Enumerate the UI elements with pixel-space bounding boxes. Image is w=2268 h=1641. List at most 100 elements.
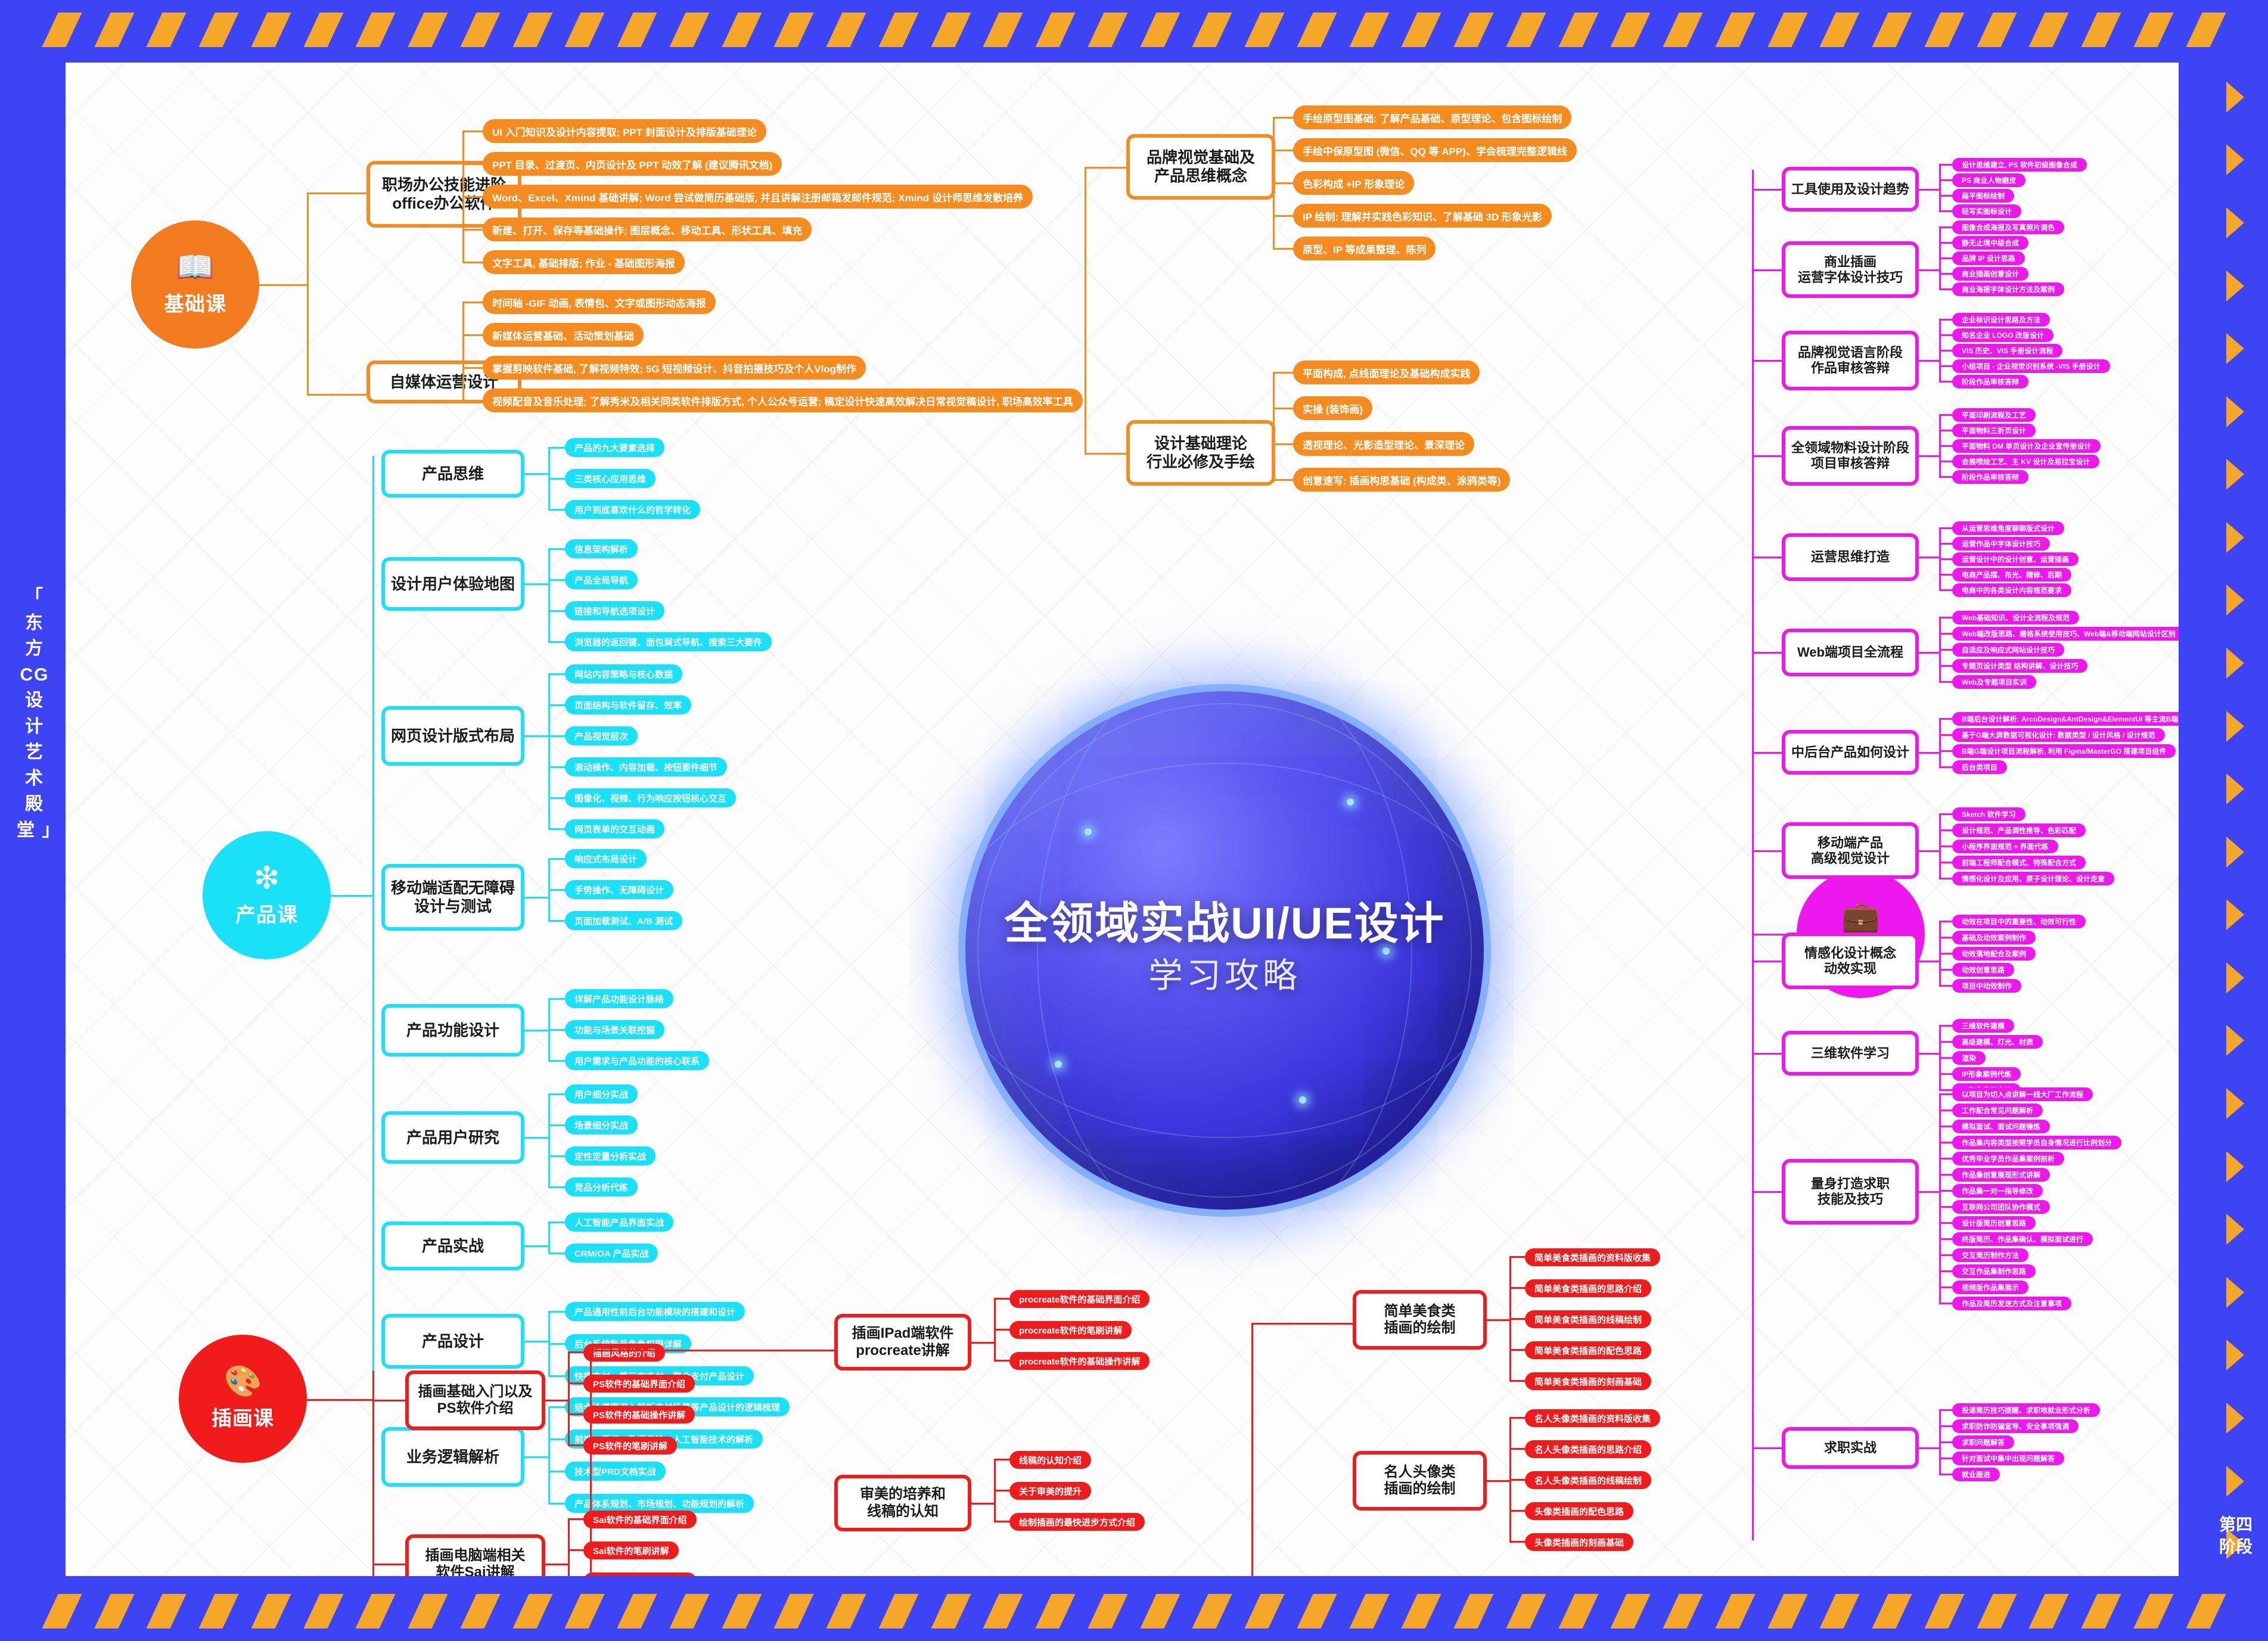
leaf-node-b2-0[interactable]: 手绘原型图基础: 了解产品基础、原型理论、包含图标绘制 [1293,105,1572,129]
leaf-node-c0-2[interactable]: 用户到底喜欢什么的哲学转化 [565,500,701,519]
leaf-node-m6-1[interactable]: 基于G端大屏数据可视化设计: 数据类型 / 设计风格 / 设计规范 [1952,728,2165,742]
leaf-node-r0-2[interactable]: PS软件的基础操作讲解 [583,1406,695,1424]
leaf-node-m10-0[interactable]: 以项目为切入点讲解一线大厂工作流程 [1952,1087,2093,1101]
leaf-node-b2-4[interactable]: 原型、IP 等成果整理、陈列 [1293,237,1436,260]
branch-node-c0[interactable]: 产品思维 [381,450,524,498]
leaf-node-c5-0[interactable]: 用户细分实战 [565,1084,638,1104]
branch-node-r3[interactable]: 审美的培养和 线稿的认知 [834,1475,971,1531]
leaf-node-m10-12[interactable]: 视频版作品集展示 [1952,1281,2029,1294]
leaf-node-m8-4[interactable]: 项目中动效制作 [1952,979,2022,993]
leaf-node-b2-1[interactable]: 手绘中保原型图 (微信、QQ 等 APP)、学会梳理完整逻辑线 [1293,138,1577,162]
branch-node-m9[interactable]: 三维软件学习 [1782,1031,1919,1076]
leaf-node-c6-0[interactable]: 人工智能产品界面实战 [565,1213,674,1232]
branch-node-m3[interactable]: 全领域物料设计阶段 项目审核答辩 [1782,426,1919,486]
leaf-node-m9-1[interactable]: 高级建模、灯光、材质 [1952,1035,2043,1049]
leaf-node-m1-1[interactable]: 静无止境中级合成 [1952,236,2029,250]
leaf-node-r2-0[interactable]: procreate软件的基础界面介绍 [1009,1290,1150,1308]
branch-node-b2[interactable]: 品牌视觉基础及 产品思维概念 [1126,134,1275,200]
branch-node-m0[interactable]: 工具使用及设计趋势 [1782,167,1919,212]
leaf-node-b3-1[interactable]: 实操 (装饰画) [1293,396,1373,420]
leaf-node-m7-4[interactable]: 情感化设计及应用、原子设计理论、设计走查 [1952,872,2115,885]
branch-node-r1[interactable]: 插画电脑端相关 软件Sai讲解 [405,1534,545,1576]
leaf-node-r6-2[interactable]: 名人头像类插画的线稿绘制 [1525,1471,1652,1489]
leaf-node-b1-3[interactable]: 视频配音及音乐处理; 了解秀米及相关同类软件排版方式, 个人公众号运营; 稿定设… [483,389,1083,412]
leaf-node-m0-1[interactable]: PS 商业人物磨皮 [1952,173,2026,187]
leaf-node-b0-2[interactable]: Word、Excel、Xmind 基础讲解; Word 尝试做简历基础版, 并且… [483,185,1033,209]
leaf-node-m4-0[interactable]: 从运营思维角度聊聊版式设计 [1952,521,2065,535]
leaf-node-b1-2[interactable]: 掌握剪映软件基础, 了解视频特效; 5G 短视频设计、抖音拍摄技巧及个人Vlog… [483,356,866,380]
leaf-node-m5-1[interactable]: Web端改版思路、栅格系统使用技巧、Web端&移动端网站设计区别 [1952,627,2179,641]
leaf-node-r0-0[interactable]: 插画风格的介绍 [583,1344,666,1362]
branch-node-c6[interactable]: 产品实战 [381,1222,524,1270]
leaf-node-b1-0[interactable]: 时间轴 -GIF 动画, 表情包、文字或图形动态海报 [483,290,716,314]
leaf-node-m11-0[interactable]: 投递简历技巧提醒、求职地就业形式分析 [1952,1403,2101,1417]
leaf-node-r1-1[interactable]: Sai软件的笔刷讲解 [583,1541,679,1559]
branch-node-c4[interactable]: 产品功能设计 [381,1004,524,1056]
leaf-node-b1-1[interactable]: 新媒体运营基础、活动策划基础 [483,323,644,347]
branch-node-c7[interactable]: 产品设计 [381,1314,524,1369]
leaf-node-b0-1[interactable]: PPT 目录、过渡页、内页设计及 PPT 动效了解 (建议腾讯文档) [483,152,782,176]
leaf-node-r5-0[interactable]: 简单美食类插画的资料版收集 [1525,1248,1661,1266]
leaf-node-m10-5[interactable]: 作品集创意展现形式讲解 [1952,1168,2050,1182]
leaf-node-m0-3[interactable]: 轻写实图标设计 [1952,204,2022,218]
leaf-node-c2-2[interactable]: 产品视觉层次 [565,726,638,745]
leaf-node-m1-2[interactable]: 品牌 IP 设计思路 [1952,251,2025,265]
leaf-node-r5-4[interactable]: 简单美食类插画的刻画基础 [1525,1372,1652,1390]
leaf-node-m8-3[interactable]: 动效创意思路 [1952,963,2015,977]
leaf-node-m5-0[interactable]: Web基础知识、设计全流程及规范 [1952,611,2080,624]
leaf-node-m11-2[interactable]: 求职问题解答 [1952,1435,2015,1449]
leaf-node-c5-3[interactable]: 竞品分析代练 [565,1177,638,1196]
branch-node-c5[interactable]: 产品用户研究 [381,1111,524,1164]
branch-node-m2[interactable]: 品牌视觉语言阶段 作品审核答辩 [1782,331,1919,390]
leaf-node-r1-2[interactable]: Sai软件的基础操作讲解 [583,1572,697,1576]
leaf-node-m3-1[interactable]: 平面物料三折页设计 [1952,424,2036,437]
branch-node-c3[interactable]: 移动端适配无障碍 设计与测试 [381,864,524,931]
leaf-node-b0-0[interactable]: UI 入门知识及设计内容提取; PPT 封面设计及排版基础理论 [483,119,766,143]
leaf-node-b3-2[interactable]: 透视理论、光影造型理论、景深理论 [1293,432,1474,456]
leaf-node-m11-4[interactable]: 就业跟进 [1952,1468,2000,1481]
leaf-node-c7-0[interactable]: 产品通用性前后台功能模块的搭建和设计 [565,1302,745,1321]
hub-product[interactable]: ❇产品课 [203,831,331,959]
leaf-node-c5-2[interactable]: 定性定量分析实战 [565,1146,656,1166]
leaf-node-m2-2[interactable]: VIS 历史、VIS 手册设计流程 [1952,344,2063,358]
leaf-node-m2-1[interactable]: 知名企业 LOGO 改版设计 [1952,328,2054,342]
leaf-node-r6-4[interactable]: 头像类插画的刻画基础 [1525,1533,1634,1551]
leaf-node-m8-2[interactable]: 动效落地配合及案例 [1952,947,2036,961]
leaf-node-c0-1[interactable]: 三类核心应用思维 [565,469,656,488]
leaf-node-r2-1[interactable]: procreate软件的笔刷讲解 [1009,1321,1132,1339]
leaf-node-b2-3[interactable]: IP 绘制: 理解并实践色彩知识、了解基础 3D 形象光影 [1293,204,1552,228]
branch-node-c1[interactable]: 设计用户体验地图 [381,557,524,611]
hub-basic[interactable]: 📖基础课 [131,220,259,349]
leaf-node-c3-1[interactable]: 手势操作、无障碍设计 [565,880,674,899]
branch-node-c2[interactable]: 网页设计版式布局 [381,706,524,766]
leaf-node-m6-2[interactable]: B端G端设计项目流程解析, 利用 Figma/MasterGO 搭建项目组件 [1952,744,2176,758]
leaf-node-r0-3[interactable]: PS软件的笔刷讲解 [583,1437,678,1454]
leaf-node-m10-6[interactable]: 作品集一对一指导修改 [1952,1184,2043,1198]
leaf-node-c2-5[interactable]: 网页表单的交互动画 [565,819,665,838]
leaf-node-c1-1[interactable]: 产品全局导航 [565,570,638,589]
leaf-node-c4-1[interactable]: 功能与场景关联挖掘 [565,1020,665,1039]
leaf-node-c2-1[interactable]: 页面结构与软件留存、效率 [565,695,692,714]
leaf-node-b2-2[interactable]: 色彩构成 +IP 形象理论 [1293,171,1415,195]
branch-node-c8[interactable]: 业务逻辑解析 [381,1427,524,1487]
branch-node-m4[interactable]: 运营思维打造 [1782,533,1919,581]
leaf-node-m10-9[interactable]: 终版简历、作品集确认、模拟面试进行 [1952,1232,2093,1246]
leaf-node-c8-3[interactable]: 产品体系规划、市场规划、功能规划的解析 [565,1494,754,1513]
leaf-node-b3-3[interactable]: 创意速写: 插画构思基础 (构成类、涂鸦类等) [1293,468,1511,492]
branch-node-m7[interactable]: 移动端产品 高级视觉设计 [1782,822,1919,879]
leaf-node-c3-0[interactable]: 响应式布局设计 [565,849,647,868]
leaf-node-m6-0[interactable]: B端后台设计解析: ArcoDesign&AntDesign&ElementUI… [1952,712,2179,726]
leaf-node-m9-0[interactable]: 三维软件建模 [1952,1019,2015,1033]
leaf-node-m6-3[interactable]: 后台类项目 [1952,760,2008,774]
leaf-node-r5-3[interactable]: 简单美食类插画的配色思路 [1525,1341,1652,1359]
leaf-node-c3-2[interactable]: 页面加载测试、A/B 测试 [565,911,683,930]
leaf-node-c2-4[interactable]: 图像化、视频、行为响应按钮核心交互 [565,788,737,807]
leaf-node-r2-2[interactable]: procreate软件的基础操作讲解 [1009,1352,1150,1370]
leaf-node-m7-3[interactable]: 前端工程师配合模式、特殊配合方式 [1952,856,2086,869]
leaf-node-b0-4[interactable]: 文字工具, 基础排版; 作业 - 基础图形海报 [483,250,685,274]
leaf-node-r3-2[interactable]: 绘制插画的最快进步方式介绍 [1009,1513,1145,1531]
leaf-node-m9-3[interactable]: IP形象案例代练 [1952,1067,2021,1081]
leaf-node-m10-3[interactable]: 作品集内容类型按照学员自身情况进行比例划分 [1952,1136,2122,1149]
leaf-node-m0-0[interactable]: 设计思维建立, PS 软件初级图像合成 [1952,158,2087,172]
leaf-node-b3-0[interactable]: 平面构成, 点线面理论及基础构成实践 [1293,360,1480,384]
